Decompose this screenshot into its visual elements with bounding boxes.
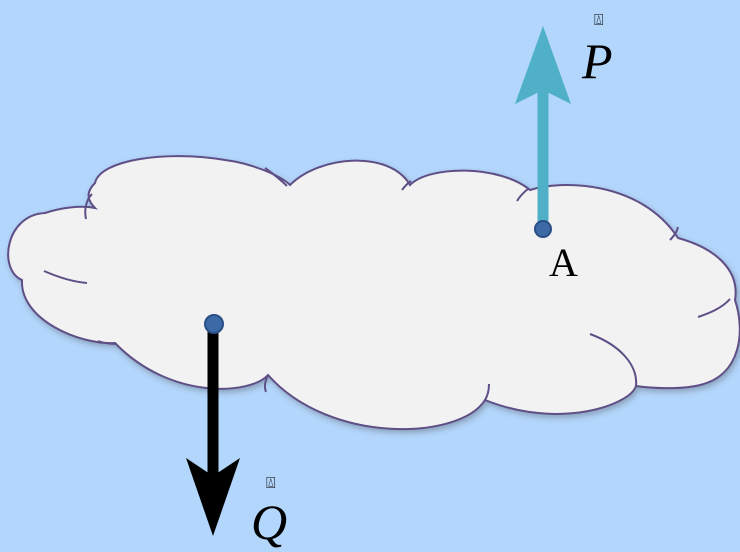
point-a <box>534 220 552 238</box>
cloud-crease-3 <box>97 340 118 345</box>
cloud-crease-5 <box>401 180 412 191</box>
vector-p-label: P <box>582 33 613 89</box>
cloud-crease-1 <box>84 193 93 220</box>
cloud-crease-11 <box>263 374 269 393</box>
point-a-label: A <box>549 240 578 285</box>
vector-q-label: Q <box>251 494 288 550</box>
vector-p-arrowhead <box>515 26 571 104</box>
vector-q-arrowhead <box>186 458 240 536</box>
cloud-crease-9 <box>589 333 638 387</box>
cloud-crease-7 <box>669 226 679 241</box>
cloud-crease-8 <box>697 298 731 318</box>
cloud-crease-6 <box>516 187 530 202</box>
cloud-crease-2 <box>43 270 88 284</box>
vector-q-mark: ⍍ <box>266 473 276 492</box>
point-q-origin <box>204 314 224 334</box>
cloud-shape <box>7 155 740 431</box>
cloud-crease-10 <box>484 383 490 401</box>
cloud-crease-4 <box>264 167 288 187</box>
vector-p-mark: ⍍ <box>594 10 604 29</box>
